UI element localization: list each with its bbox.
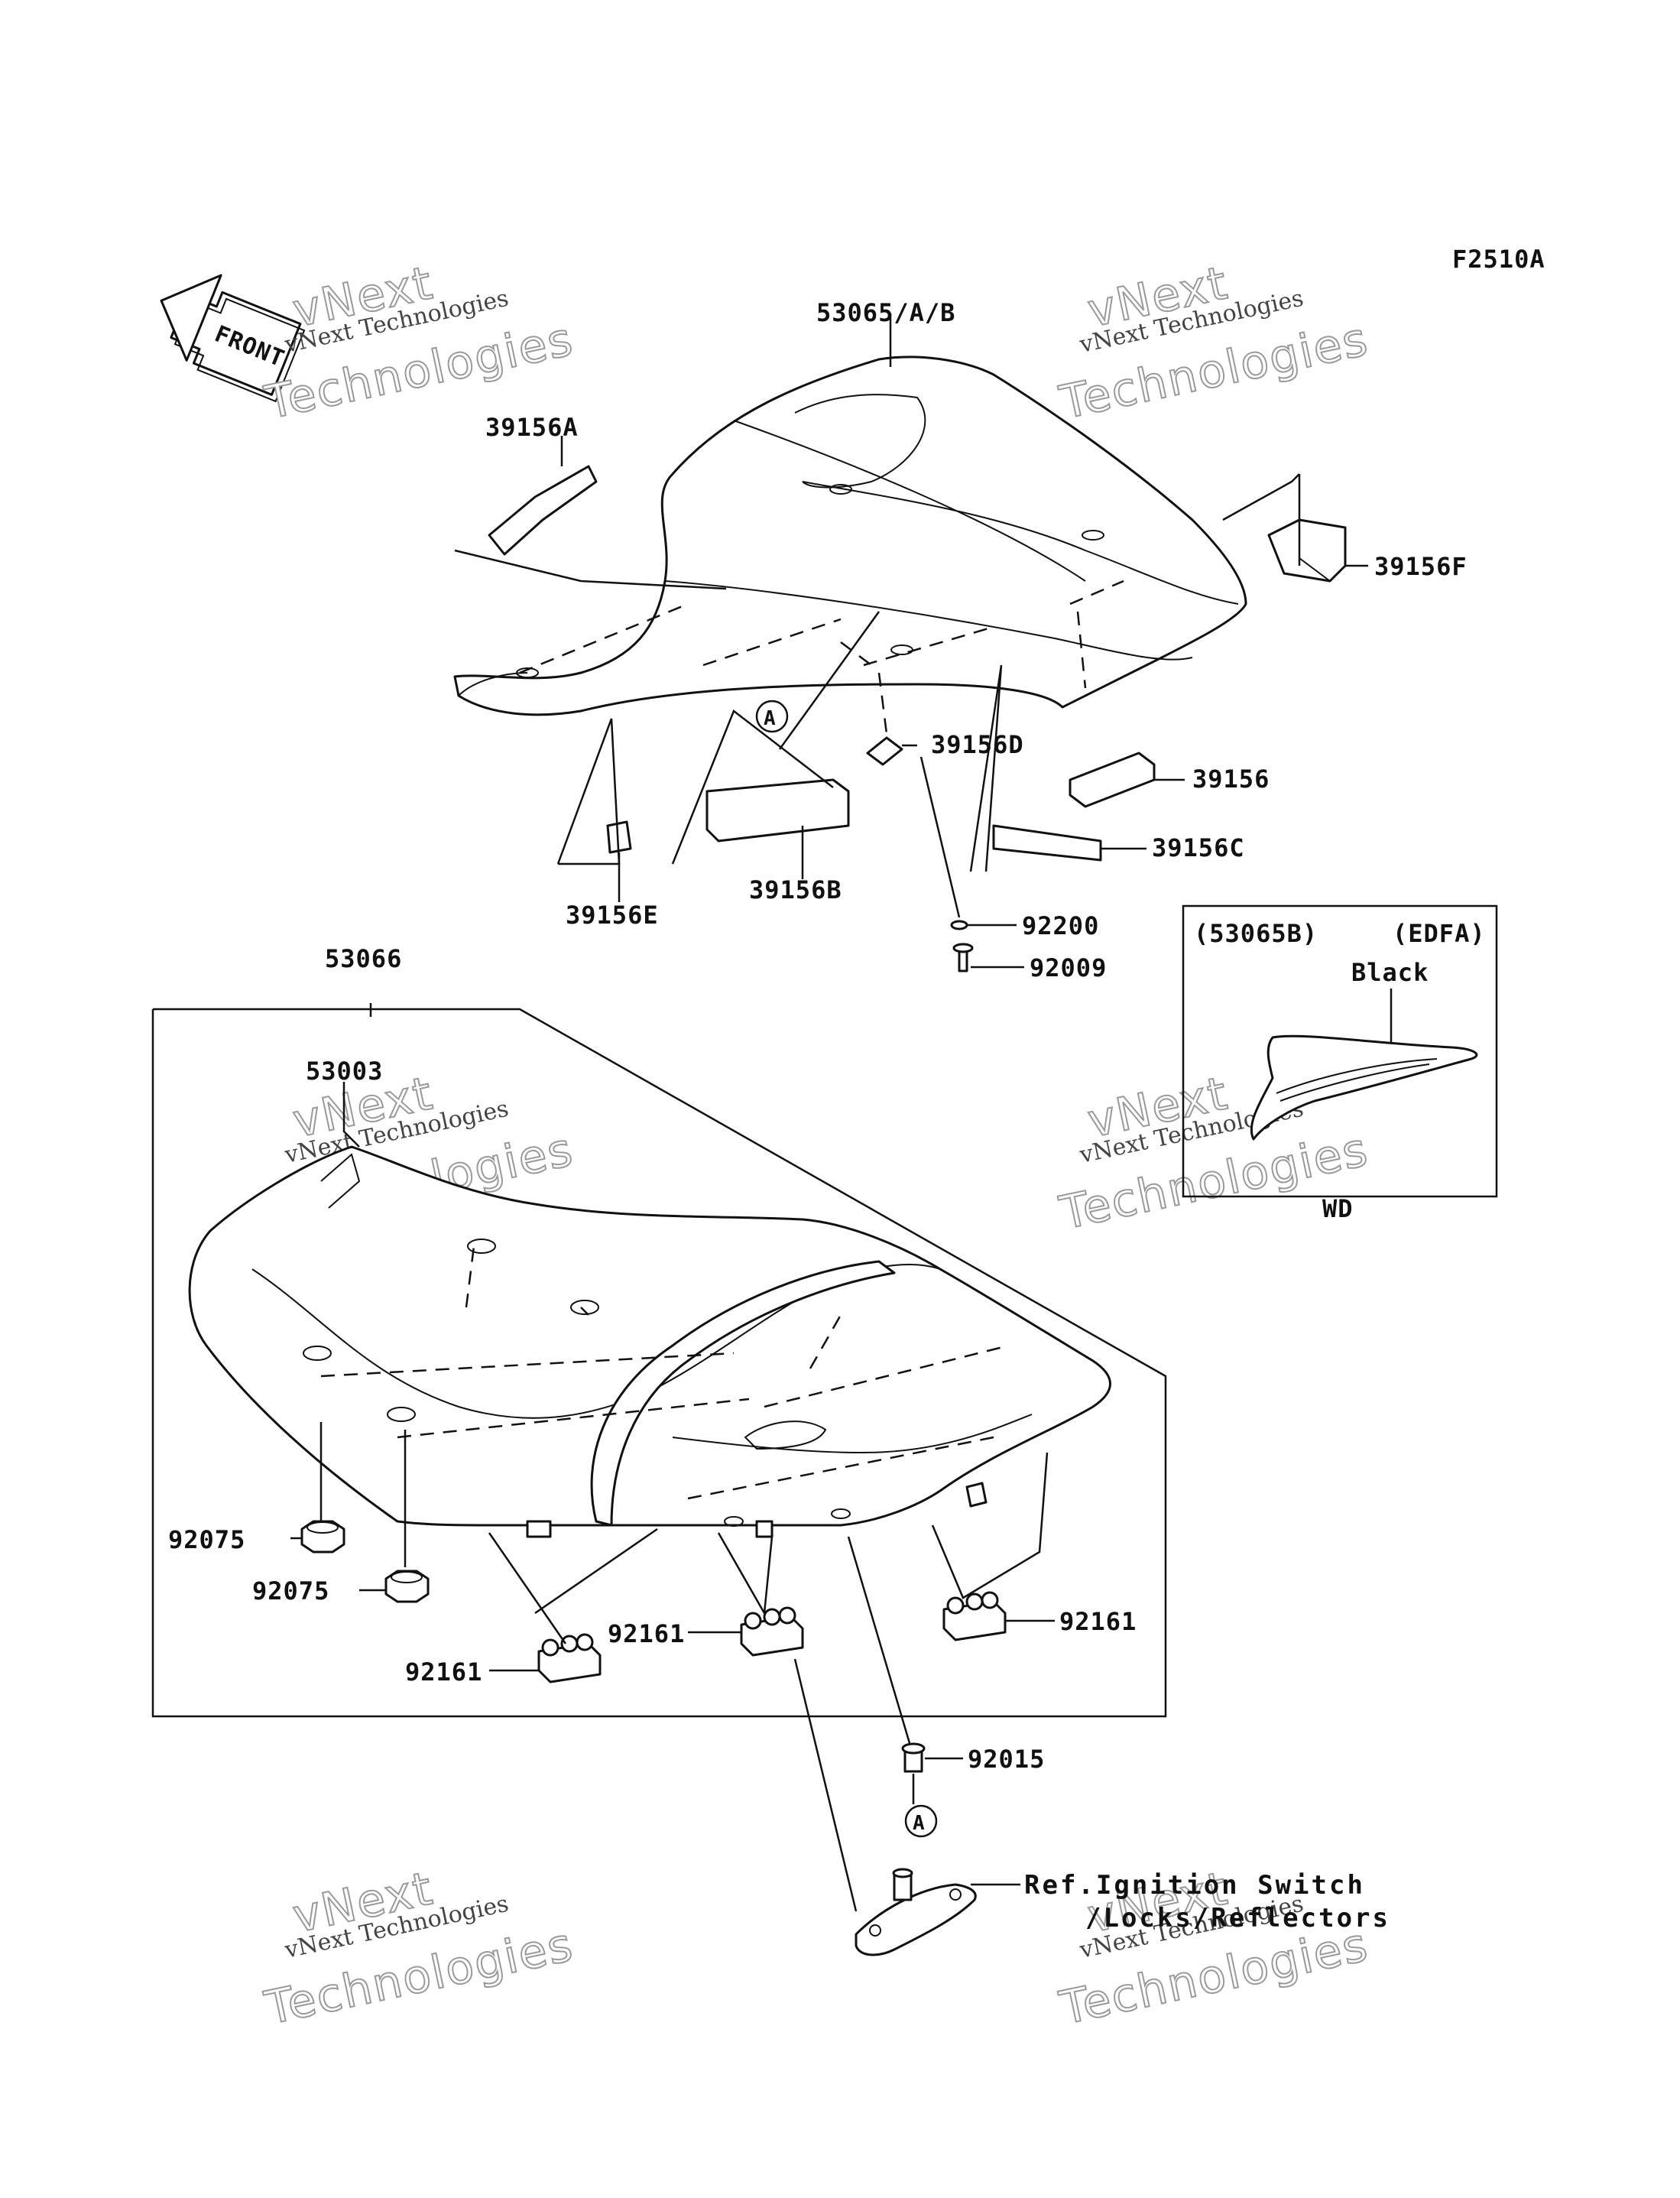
pad-39156 <box>1069 752 1156 808</box>
watermark: vNext vNext Technologies Technologies <box>1054 255 1374 430</box>
pad-39156B <box>705 778 850 843</box>
part-number: 92009 <box>1030 953 1107 982</box>
svg-text:A: A <box>913 1812 926 1835</box>
watermark: vNext vNext Technologies Technologies <box>259 255 579 430</box>
seat-cover-drawing <box>453 356 1247 735</box>
part-number: 39156A <box>485 413 579 442</box>
seat-drawing <box>188 1145 1111 1538</box>
part-number: 92161 <box>405 1657 482 1687</box>
pad-39156E <box>606 820 632 854</box>
watermark: vNext vNext Technologies Technologies <box>259 1861 579 2036</box>
part-number: 39156B <box>749 875 842 904</box>
part-number: 39156 <box>1192 765 1270 794</box>
part-number: 92161 <box>608 1619 685 1648</box>
watermark: vNext vNext Technologies Technologies <box>1054 1861 1374 2036</box>
washer-92200 <box>950 920 968 930</box>
part-number: 39156D <box>931 730 1024 759</box>
seat-assembly-frame <box>151 1003 1167 1718</box>
inset-market: WD <box>1322 1194 1354 1223</box>
ignition-lock-bracket <box>855 1868 977 1956</box>
ref-label-line1: Ref.Ignition Switch <box>1024 1870 1365 1901</box>
callout-a-upper: A <box>755 700 789 733</box>
callout-a-lower: A <box>904 1804 938 1838</box>
part-number: 53003 <box>306 1057 383 1086</box>
inset-color: Black <box>1351 958 1429 987</box>
pad-39156F <box>1267 518 1347 583</box>
figure-code: F2510A <box>1452 245 1545 274</box>
part-number: 39156E <box>566 901 659 930</box>
pad-39156C <box>992 824 1102 862</box>
part-number: 92075 <box>252 1576 329 1605</box>
collar-92015 <box>901 1742 926 1773</box>
stopper-92161-right <box>942 1591 1007 1641</box>
ref-label-line2: /Locks/Reflectors <box>1085 1903 1390 1933</box>
part-number: 92015 <box>968 1745 1045 1774</box>
screw-92009 <box>952 943 974 972</box>
part-number: 92161 <box>1059 1607 1137 1636</box>
pad-39156D <box>866 736 903 766</box>
nut-92075-upper <box>300 1520 345 1554</box>
stopper-92161-center <box>740 1606 804 1657</box>
inset-model: (EDFA) <box>1393 919 1486 948</box>
inset-part: (53065B) <box>1194 919 1318 948</box>
part-number: 53065/A/B <box>816 298 955 327</box>
part-number: 92200 <box>1022 911 1099 940</box>
part-number: 53066 <box>325 944 402 973</box>
part-number: 39156F <box>1374 552 1468 581</box>
part-number: 92075 <box>168 1525 245 1554</box>
front-arrow-icon: FRONT <box>160 274 306 403</box>
nut-92075-lower <box>384 1570 430 1603</box>
pad-39156A <box>488 465 598 556</box>
svg-text:A: A <box>764 707 777 730</box>
part-number: 39156C <box>1152 833 1245 862</box>
color-variant-inset: (53065B) (EDFA) Black WD <box>1182 904 1498 1223</box>
stopper-92161-left <box>537 1633 602 1683</box>
